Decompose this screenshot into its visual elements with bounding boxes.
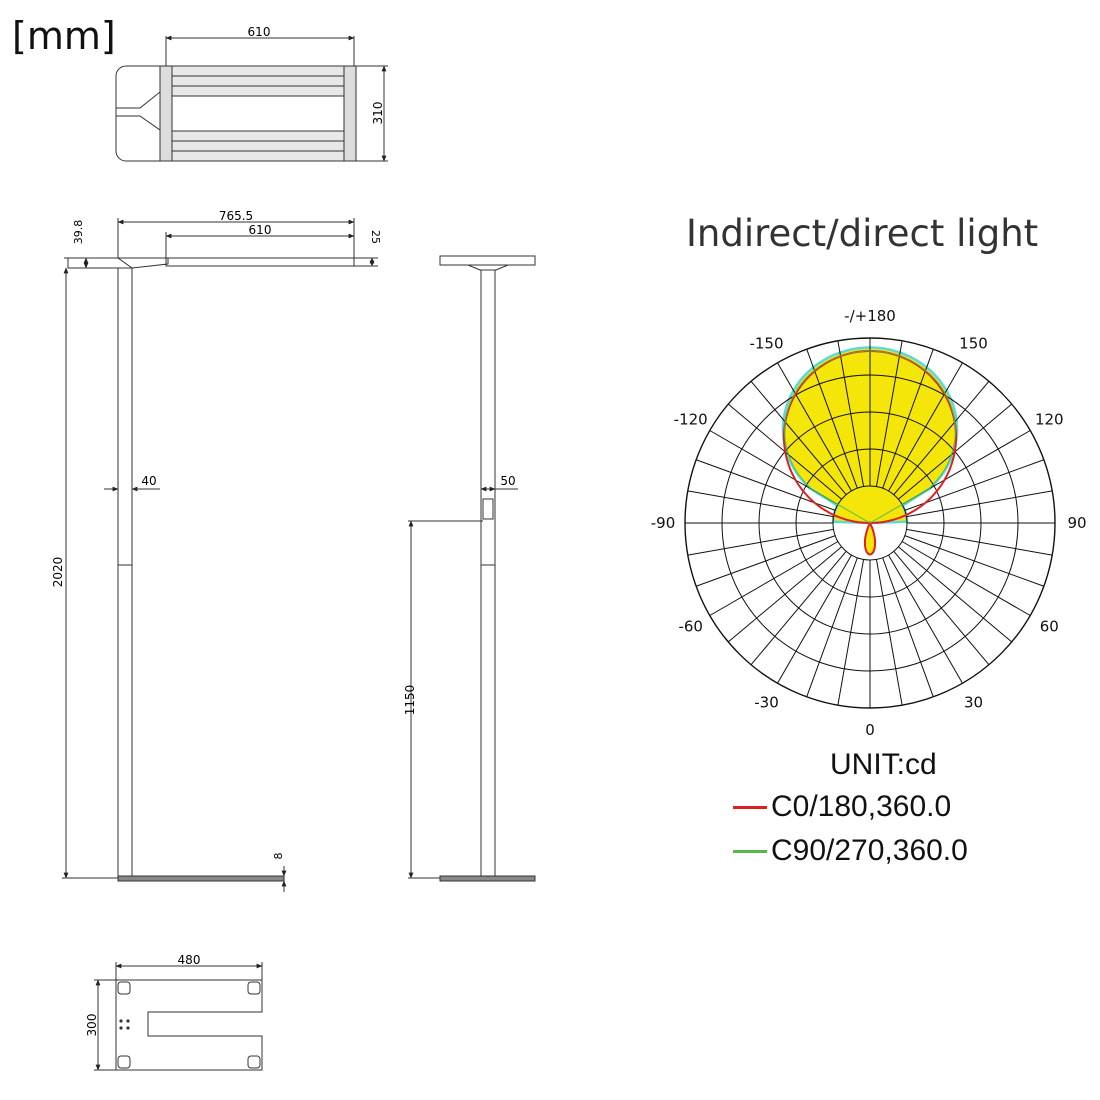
arm-bracket (116, 90, 161, 131)
base-depth-dim: 300 (85, 1014, 99, 1037)
angle-label: 150 (959, 335, 988, 353)
grid-spoke (837, 559, 865, 706)
polar-diagram: 0 30 60 90 120 150 -/+180 -150 -120 -90 -60 -30 (651, 307, 1087, 739)
top-view (115, 35, 388, 162)
angle-label: -90 (651, 514, 676, 532)
grid-spoke (906, 490, 1053, 518)
side-base (117, 875, 285, 882)
head-thickness-dim: 25 (369, 230, 382, 244)
switch-box (482, 498, 494, 520)
head-length-dim: 610 (249, 223, 272, 237)
legend-label-c0: C0/180,360.0 (771, 790, 952, 823)
grid-spoke (709, 541, 839, 616)
grid-spoke (695, 459, 836, 511)
angle-label: 0 (865, 721, 875, 739)
base-plate (115, 979, 263, 1071)
front-pole (480, 269, 496, 877)
front-base (439, 875, 536, 882)
grid-spoke (888, 362, 963, 492)
grid-spoke (777, 362, 852, 492)
angle-label: -150 (749, 335, 783, 353)
grid-spoke (687, 528, 834, 556)
legend-item-c0: C0/180,360.0 (733, 790, 951, 824)
base-thickness-dim: 8 (272, 853, 285, 860)
grid-spoke (727, 546, 842, 643)
angle-label: 120 (1035, 411, 1064, 429)
head-upper-panel (167, 65, 355, 97)
unit-label: [mm] (12, 14, 116, 58)
head-lower-panel (167, 130, 355, 162)
base-screw-holes (119, 1019, 130, 1030)
angle-label: -30 (754, 693, 779, 711)
side-pole (117, 267, 133, 879)
front-view (408, 255, 536, 882)
grid-spoke (875, 340, 903, 487)
legend-label-c90: C90/270,360.0 (771, 834, 968, 867)
grid-spoke (695, 535, 836, 587)
front-pole-width-dim: 50 (500, 474, 515, 488)
legend-item-c90: C90/270,360.0 (733, 834, 968, 868)
side-view (62, 218, 378, 892)
angle-label: 30 (964, 693, 983, 711)
angle-label: -120 (674, 411, 708, 429)
legend-swatch-c0 (733, 805, 767, 809)
grid-spoke (777, 554, 852, 684)
grid-spoke (806, 557, 858, 698)
angle-labels: 0 30 60 90 120 150 -/+180 -150 -120 -90 -60 -30 (651, 307, 1087, 739)
arm-length-dim: 765.5 (219, 209, 253, 223)
grid-spoke (750, 380, 847, 495)
grid-spoke (806, 348, 858, 489)
grid-spoke (888, 554, 963, 684)
grid-spoke (898, 546, 1013, 643)
switch-height-dim: 1150 (403, 685, 417, 716)
grid-spoke (901, 541, 1031, 616)
legend-swatch-c90 (733, 849, 767, 853)
top-depth-dim: 310 (371, 102, 385, 125)
grid-spoke (904, 459, 1045, 511)
front-head (439, 255, 536, 266)
unit-cd: UNIT:cd (830, 748, 937, 781)
grid-spoke (750, 551, 847, 666)
grid-spoke (882, 348, 934, 489)
angle-label: 90 (1067, 514, 1086, 532)
grid-spoke (882, 557, 934, 698)
candela-curves (783, 349, 957, 556)
angle-label: -60 (678, 618, 703, 636)
side-head (165, 257, 355, 267)
polar-grid (684, 337, 1056, 709)
side-pole-width-dim: 40 (141, 474, 156, 488)
grid-spoke (904, 535, 1045, 587)
grid-spoke (875, 559, 903, 706)
grid-spoke (893, 551, 990, 666)
photometry-title: Indirect/direct light (686, 212, 1039, 255)
base-view (94, 962, 263, 1071)
grid-spoke (893, 380, 990, 495)
height-dim: 2020 (51, 557, 65, 588)
angle-label: -/+180 (844, 307, 896, 325)
curve-c90 (784, 350, 956, 524)
grid-spoke (906, 528, 1053, 556)
angle-label: 60 (1040, 618, 1059, 636)
top-width-dim: 610 (248, 25, 271, 39)
top-offset-dim: 39.8 (72, 220, 85, 245)
grid-spoke (687, 490, 834, 518)
grid-spoke (837, 340, 865, 487)
base-width-dim: 480 (178, 953, 201, 967)
